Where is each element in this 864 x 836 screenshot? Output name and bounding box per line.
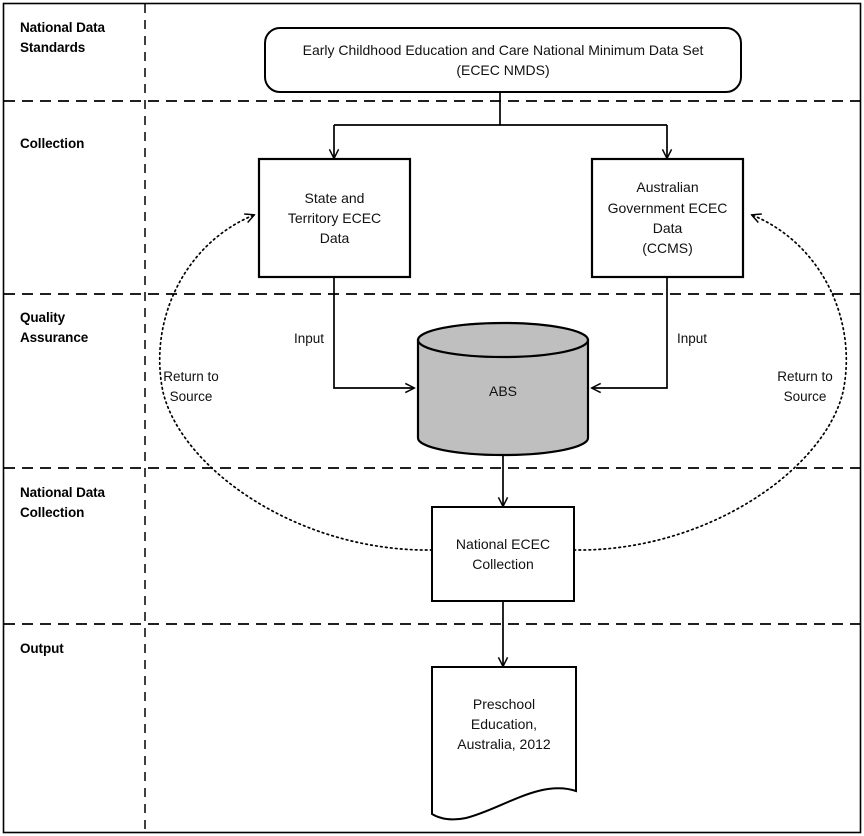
edge-label-return-to-source-left: Return to Source — [163, 369, 219, 404]
node-preschool-education-australia-2012 — [431, 666, 577, 821]
lane-label-national-data-standards: National Data Standards — [20, 20, 105, 55]
edge-return-to-source-left — [158, 215, 433, 551]
edge-label-input-left: Input — [293, 331, 325, 346]
lane-label-national-data-collection: National Data Collection — [20, 485, 105, 520]
edge-ausgov-to-abs — [592, 277, 668, 388]
lane-label-collection: Collection — [20, 136, 85, 151]
node-preschool-education-australia-2012-hit[interactable] — [432, 667, 576, 822]
node-ecec-nmds — [264, 27, 742, 93]
node-australian-government-ecec-data-hit[interactable] — [592, 159, 743, 277]
node-ecec-nmds-hit[interactable] — [265, 28, 741, 92]
lane-label-output: Output — [20, 641, 64, 656]
node-national-ecec-collection — [431, 506, 575, 602]
node-state-territory-ecec-data-hit[interactable] — [259, 159, 410, 277]
node-abs-database-hit[interactable] — [418, 323, 588, 455]
node-national-ecec-collection-hit[interactable] — [432, 507, 574, 601]
node-abs-database — [416, 321, 590, 457]
node-australian-government-ecec-data — [590, 157, 745, 279]
edge-state-to-abs — [333, 277, 414, 388]
edge-label-return-to-source-right: Return to Source — [777, 369, 833, 404]
edge-nmds-fork — [334, 92, 667, 126]
lane-label-quality-assurance: Quality Assurance — [20, 310, 89, 345]
edge-label-input-right: Input — [676, 331, 708, 346]
node-state-territory-ecec-data — [257, 157, 412, 279]
edge-return-to-source-right — [573, 215, 848, 551]
